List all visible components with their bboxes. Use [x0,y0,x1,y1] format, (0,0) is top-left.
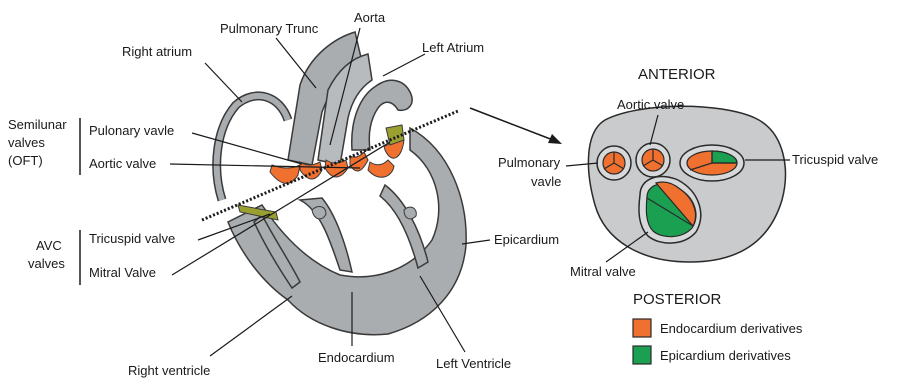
aortic-valve-shape [636,143,670,177]
left-ventricle-inner-wall [380,185,428,268]
label-left-ventricle: Left Ventricle [436,356,511,371]
label-section-tricuspid-valve: Tricuspid valve [792,152,878,167]
label-section-mitral-valve: Mitral valve [570,264,636,279]
heart-drawing [202,32,466,335]
tricuspid-valve-shape [680,145,744,181]
label-left-atrium: Left Atrium [422,40,484,55]
label-semilunar-2: valves [8,135,45,150]
label-pulonary-vavle: Pulonary vavle [89,123,174,138]
label-endocardium: Endocardium [318,350,395,365]
label-posterior: POSTERIOR [633,291,722,308]
legend-swatch-endocardium [633,319,651,337]
label-anterior: ANTERIOR [638,66,716,83]
label-tricuspid-valve: Tricuspid valve [89,231,175,246]
label-section-aortic-valve: Aortic valve [617,97,684,112]
pulmonary-valve-shape [597,146,631,180]
label-semilunar-3: (OFT) [8,153,43,168]
section-arrow-head [548,134,562,144]
valve-section: ANTERIOR Aortic valve [498,66,878,308]
label-aorta: Aorta [354,10,386,25]
label-section-pulmonary-1: Pulmonary [498,155,561,170]
heart-labels: Right atrium Pulmonary Trunc Aorta Left … [8,10,559,378]
label-avc-2: valves [28,256,65,271]
label-epicardium: Epicardium [494,232,559,247]
label-section-pulmonary-2: vavle [531,174,561,189]
legend-swatch-epicardium [633,346,651,364]
label-pulmonary-trunc: Pulmonary Trunc [220,21,319,36]
label-aortic-valve: Aortic valve [89,156,156,171]
label-right-atrium: Right atrium [122,44,192,59]
label-mitral-valve: Mitral Valve [89,265,156,280]
section-arrow [470,108,553,140]
legend: Endocardium derivatives Epicardium deriv… [633,319,803,364]
legend-endocardium: Endocardium derivatives [660,321,803,336]
label-avc-1: AVC [36,238,62,253]
legend-epicardium: Epicardium derivatives [660,348,791,363]
label-semilunar-1: Semilunar [8,117,67,132]
label-right-ventricle: Right ventricle [128,363,210,378]
